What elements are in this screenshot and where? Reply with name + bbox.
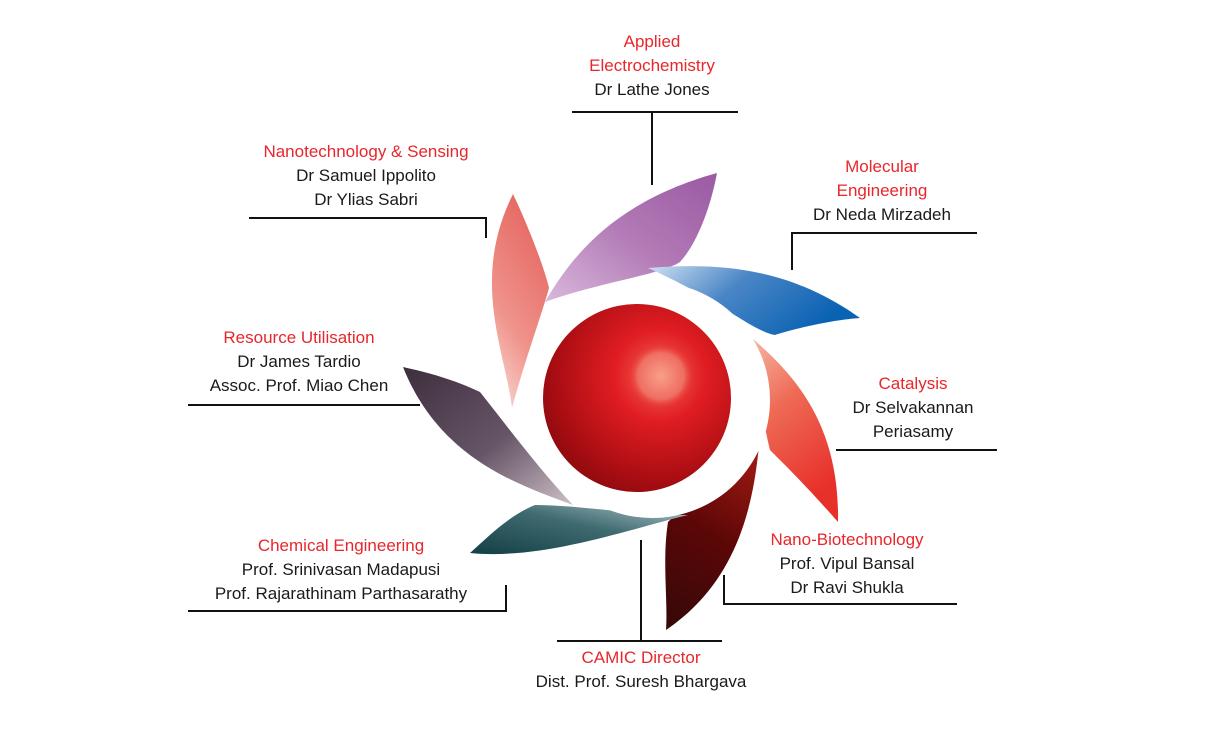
petal-nanotechnology-sensing (491, 194, 549, 408)
group-person: Prof. Srinivasan Madapusi (241, 560, 441, 579)
group-title: Nano-Biotechnology (770, 530, 924, 549)
core-highlight (628, 343, 694, 409)
petal-chemical-engineering (470, 505, 688, 555)
connector-nanotechnology-sensing (249, 217, 487, 238)
group-person: Dr Lathe Jones (594, 80, 710, 99)
group-person: Dr Ylias Sabri (314, 190, 418, 209)
petal-catalysis (746, 333, 839, 522)
group-person: Periasamy (872, 422, 954, 441)
group-title: Applied (623, 32, 681, 51)
connector-nano-biotechnology (723, 575, 957, 605)
group-title: Resource Utilisation (223, 328, 375, 347)
group-title: Catalysis (878, 374, 948, 393)
connector-molecular-engineering (791, 232, 977, 270)
group-title: Molecular (845, 157, 919, 176)
petal-molecular-engineering (648, 266, 860, 335)
group-person: Prof. Rajarathinam Parthasarathy (214, 584, 468, 603)
group-label-nanotechnology-sensing: Nanotechnology & Sensing Dr Samuel Ippoli… (166, 140, 566, 212)
group-person: Dr Neda Mirzadeh (813, 205, 951, 224)
group-person: Dr Samuel Ippolito (296, 166, 436, 185)
group-person: Prof. Vipul Bansal (779, 554, 915, 573)
group-person: Assoc. Prof. Miao Chen (209, 376, 389, 395)
group-title: Chemical Engineering (257, 536, 425, 555)
petal-applied-electrochemistry (545, 173, 717, 302)
group-person: Dr Ravi Shukla (790, 578, 904, 597)
group-title: Engineering (836, 181, 928, 200)
group-person: Dr Selvakannan (852, 398, 974, 417)
group-person: Dr James Tardio (237, 352, 361, 371)
connector-chemical-engineering (188, 585, 507, 612)
petal-resource-utilisation (403, 367, 573, 505)
group-person: Dist. Prof. Suresh Bhargava (535, 672, 747, 691)
group-title: Electrochemistry (589, 56, 715, 75)
group-title: Nanotechnology & Sensing (263, 142, 469, 161)
group-title: CAMIC Director (581, 648, 701, 667)
